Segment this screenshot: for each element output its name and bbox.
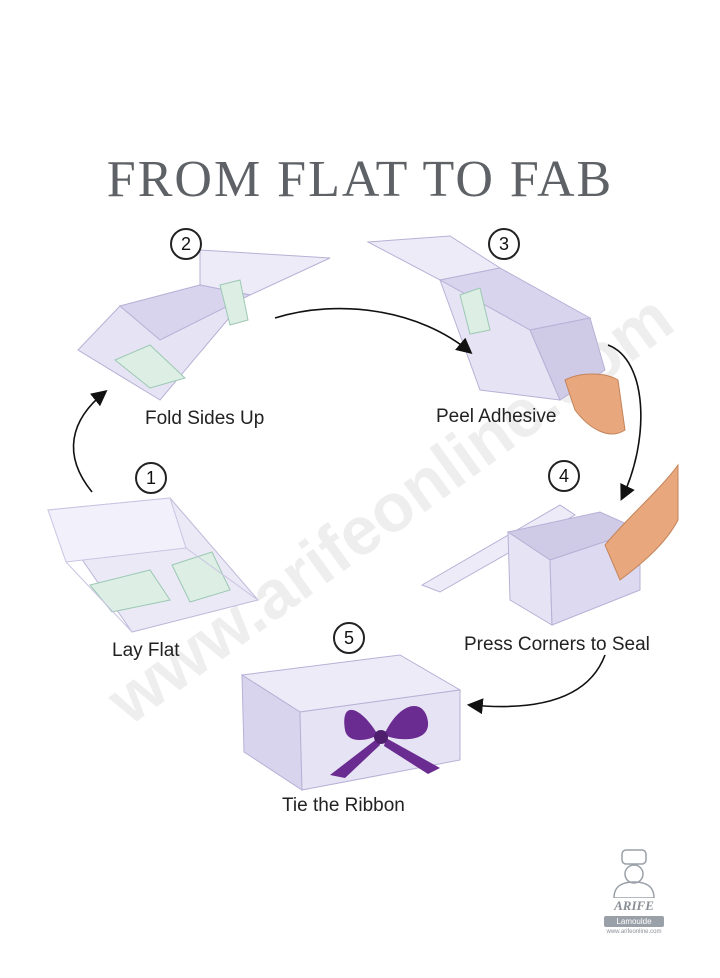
arrow-2-to-3 xyxy=(274,307,473,355)
arrow-4-to-5 xyxy=(466,654,606,715)
step-4-label: Press Corners to Seal xyxy=(464,634,650,655)
logo-sub-text: Lamoulde xyxy=(604,916,664,927)
step-2-number: 2 xyxy=(170,228,202,260)
step-3-number: 3 xyxy=(488,228,520,260)
step-3-label: Peel Adhesive xyxy=(436,406,557,427)
step-5-label: Tie the Ribbon xyxy=(282,795,405,816)
logo-brand-text: ARIFE xyxy=(614,898,654,913)
step-2-label: Fold Sides Up xyxy=(145,408,265,429)
step-1-label: Lay Flat xyxy=(112,640,180,661)
folded-sides-illustration xyxy=(77,249,331,401)
arrow-1-to-2 xyxy=(72,389,108,493)
flat-box-illustration xyxy=(47,497,259,633)
finished-box-illustration xyxy=(240,654,462,791)
peel-adhesive-illustration xyxy=(366,235,626,435)
step-4-number: 4 xyxy=(548,460,580,492)
step-1-number: 1 xyxy=(135,462,167,494)
page-title: FROM FLAT TO FAB xyxy=(106,151,614,208)
brand-logo: ARIFE Lamoulde www.arifeonline.com xyxy=(592,848,676,940)
step-5-number: 5 xyxy=(333,622,365,654)
press-corners-illustration xyxy=(420,463,679,626)
arrow-3-to-4 xyxy=(607,344,642,501)
logo-url-text: www.arifeonline.com xyxy=(606,929,662,935)
chef-icon xyxy=(613,849,655,899)
